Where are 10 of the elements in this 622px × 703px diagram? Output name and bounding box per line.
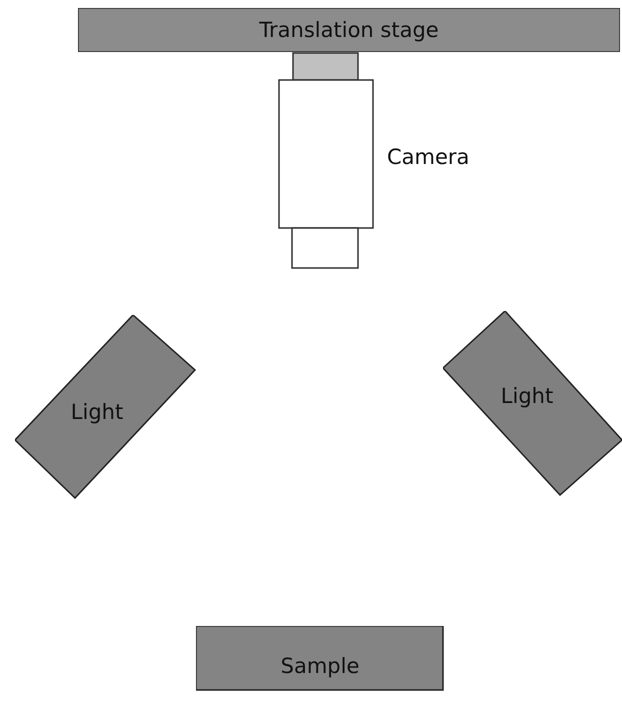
part-label: Light [70,400,124,424]
part-label: Camera [387,145,470,169]
camera-drawing [278,52,374,269]
part-label: Translation stage [259,18,439,42]
part-label: Light [500,384,554,408]
light-fixture [443,311,622,496]
translation-stage [78,8,620,52]
light-fixture [15,315,196,499]
part-label: Sample [280,654,360,678]
sample-block [196,626,444,691]
